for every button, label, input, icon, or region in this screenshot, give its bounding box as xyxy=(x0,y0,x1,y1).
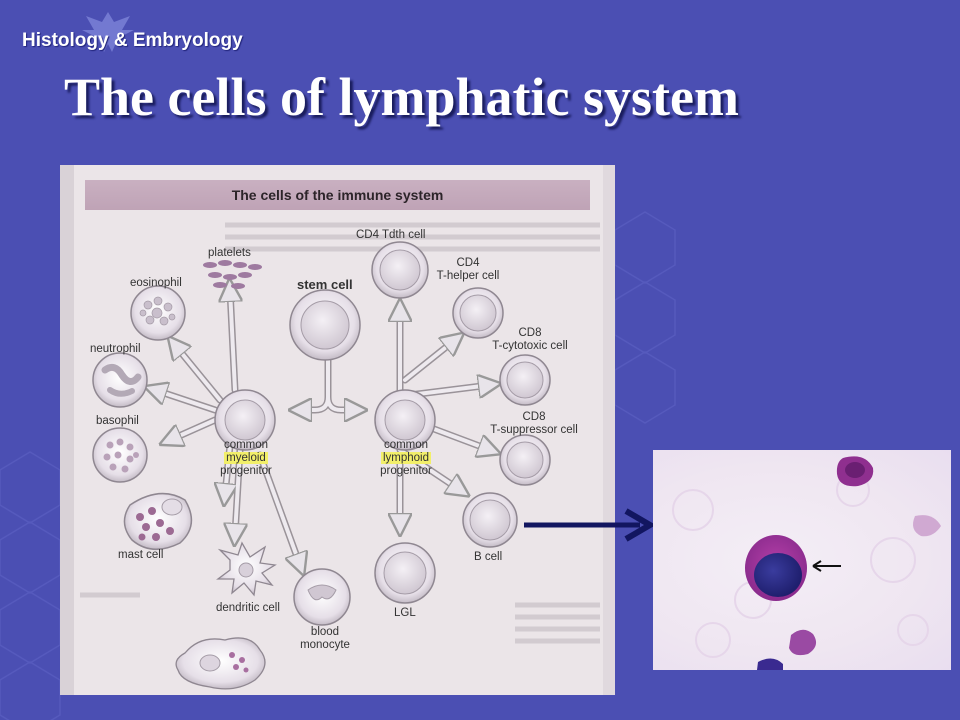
blood-monocyte-line-2: monocyte xyxy=(300,639,350,651)
label-neutrophil: neutrophil xyxy=(90,343,141,355)
blood-monocyte-line-1: blood xyxy=(310,626,340,638)
label-cd8-suppressor: CD8 T-suppressor cell xyxy=(478,411,590,437)
micrograph-image xyxy=(653,450,951,670)
lymphoid-progenitor-cell xyxy=(374,389,436,451)
label-cd4-helper: CD4 T-helper cell xyxy=(428,257,508,283)
label-dendritic-cell: dendritic cell xyxy=(216,602,280,614)
immune-cells-figure: The cells of the immune system platelets… xyxy=(60,165,615,695)
lymphoid-line-3: progenitor xyxy=(380,465,432,477)
cd8-t-cytotoxic-cell xyxy=(499,354,551,406)
label-myeloid-progenitor: common myeloid progenitor xyxy=(208,439,284,478)
label-mast-cell: mast cell xyxy=(118,549,164,561)
macrophage-cell xyxy=(175,637,266,690)
basophil-cell xyxy=(92,427,148,483)
eosinophil-cell xyxy=(130,285,186,341)
cd4-t-helper-cell xyxy=(452,287,504,339)
myeloid-progenitor-cell xyxy=(214,389,276,451)
myeloid-line-2: myeloid xyxy=(224,452,268,464)
label-stem-cell: stem cell xyxy=(297,277,353,292)
micrograph-drawing xyxy=(672,456,941,670)
cd8-cytotoxic-line-2: T-cytotoxic cell xyxy=(492,340,568,352)
label-b-cell: B cell xyxy=(474,551,503,563)
logo-text: Histology & Embryology xyxy=(22,30,243,51)
cd8-suppressor-line-2: T-suppressor cell xyxy=(490,424,578,436)
label-basophil: basophil xyxy=(96,415,139,427)
logo: Histology & Embryology xyxy=(10,8,243,56)
b-cell xyxy=(462,492,518,548)
label-eosinophil: eosinophil xyxy=(130,277,182,289)
cd4-helper-line-2: T-helper cell xyxy=(436,270,500,282)
cd4-helper-line-1: CD4 xyxy=(456,257,480,269)
cd8-cytotoxic-line-1: CD8 xyxy=(518,327,542,339)
myeloid-line-3: progenitor xyxy=(220,465,272,477)
label-blood-monocyte: blood monocyte xyxy=(290,626,360,652)
label-lymphoid-progenitor: common lymphoid progenitor xyxy=(366,439,446,478)
label-cd4-tdth: CD4 Tdth cell xyxy=(356,229,426,241)
blood-monocyte-cell xyxy=(293,568,351,626)
pointer-arrow xyxy=(524,508,656,542)
mast-cell xyxy=(123,492,193,550)
dendritic-cell xyxy=(216,541,277,597)
figure-banner: The cells of the immune system xyxy=(85,180,590,210)
stem-cell xyxy=(289,289,361,361)
cd8-suppressor-line-1: CD8 xyxy=(522,411,546,423)
cd8-t-suppressor-cell xyxy=(499,434,551,486)
label-lgl: LGL xyxy=(394,607,416,619)
platelets-drawing xyxy=(203,260,262,289)
myeloid-line-1: common xyxy=(223,439,269,451)
cd4-tdth-cell xyxy=(371,241,429,299)
neutrophil-cell xyxy=(92,352,148,408)
figure-drawing xyxy=(60,165,615,695)
lgl-cell xyxy=(374,542,436,604)
lymphoid-line-1: common xyxy=(383,439,429,451)
label-cd8-cytotoxic: CD8 T-cytotoxic cell xyxy=(480,327,580,353)
lymphoid-line-2: lymphoid xyxy=(380,452,432,464)
eagle-icon xyxy=(82,12,134,52)
figure-banner-text: The cells of the immune system xyxy=(231,187,444,203)
label-platelets: platelets xyxy=(208,247,251,259)
slide-title: The cells of lymphatic system xyxy=(64,67,739,127)
